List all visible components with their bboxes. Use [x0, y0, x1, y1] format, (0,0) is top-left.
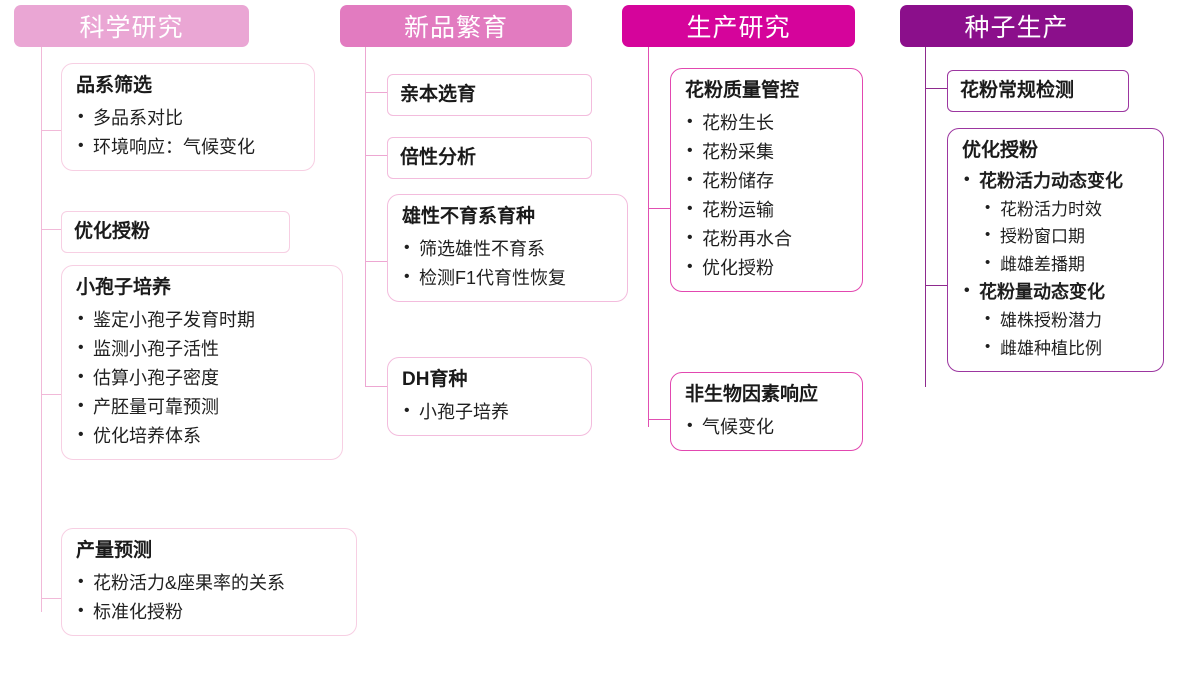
column-header-science[interactable]: 科学研究: [14, 5, 249, 47]
list-item: 多品系对比: [76, 104, 304, 133]
list-item: 花粉活力动态变化: [962, 167, 1153, 196]
connector-trunk-new-variety: [365, 47, 366, 387]
node-bullet-list: 多品系对比 环境响应：气候变化: [76, 104, 304, 162]
node-title: DH育种: [402, 369, 468, 390]
connector-stub-science-4: [41, 598, 61, 599]
connector-trunk-science: [41, 47, 42, 612]
node-abiotic-response[interactable]: 非生物因素响应 气候变化: [670, 372, 863, 451]
list-item: 气候变化: [685, 413, 852, 442]
node-bullet-list: 花粉活力动态变化 花粉活力时效 授粉窗口期 雌雄差播期 花粉量动态变化 雄株授粉…: [962, 167, 1153, 363]
connector-stub-new-variety-4: [365, 386, 387, 387]
node-title: 雄性不育系育种: [402, 206, 536, 227]
list-item: 花粉采集: [685, 138, 852, 167]
list-item: 花粉运输: [685, 196, 852, 225]
list-item: 产胚量可靠预测: [76, 393, 332, 422]
column-header-new-variety[interactable]: 新品繁育: [340, 5, 572, 47]
node-title: 花粉常规检测: [960, 80, 1075, 101]
list-item: 环境响应：气候变化: [76, 133, 304, 162]
node-title: 倍性分析: [400, 147, 477, 168]
node-bullet-list: 筛选雄性不育系 检测F1代育性恢复: [402, 235, 617, 293]
list-item: 花粉生长: [685, 109, 852, 138]
node-title: 优化授粉: [74, 221, 151, 242]
node-male-sterile-breeding[interactable]: 雄性不育系育种 筛选雄性不育系 检测F1代育性恢复: [387, 194, 628, 302]
list-item: 鉴定小孢子发育时期: [76, 306, 332, 335]
node-optimize-pollination-science[interactable]: 优化授粉: [61, 211, 290, 253]
node-ploidy-analysis[interactable]: 倍性分析: [387, 137, 592, 179]
connector-stub-science-1: [41, 130, 61, 131]
list-item: 花粉储存: [685, 167, 852, 196]
list-item: 花粉活力&座果率的关系: [76, 569, 346, 598]
node-bullet-list: 花粉活力&座果率的关系 标准化授粉: [76, 569, 346, 627]
node-bullet-list: 花粉生长 花粉采集 花粉储存 花粉运输 花粉再水合 优化授粉: [685, 109, 852, 284]
list-item: 优化授粉: [685, 254, 852, 283]
connector-stub-science-3: [41, 394, 61, 395]
node-line-screening[interactable]: 品系筛选 多品系对比 环境响应：气候变化: [61, 63, 315, 171]
connector-stub-science-2: [41, 229, 61, 230]
column-header-production-research[interactable]: 生产研究: [622, 5, 855, 47]
list-item: 雌雄差播期: [962, 251, 1153, 279]
connector-stub-seed-1: [925, 88, 947, 89]
node-microspore-culture[interactable]: 小孢子培养 鉴定小孢子发育时期 监测小孢子活性 估算小孢子密度 产胚量可靠预测 …: [61, 265, 343, 461]
list-item: 花粉量动态变化: [962, 278, 1153, 307]
connector-trunk-seed: [925, 47, 926, 387]
connector-stub-new-variety-3: [365, 261, 387, 262]
list-item: 监测小孢子活性: [76, 335, 332, 364]
node-title: 品系筛选: [76, 75, 153, 96]
list-item: 估算小孢子密度: [76, 364, 332, 393]
list-item: 小孢子培养: [402, 398, 581, 427]
node-title: 产量预测: [76, 540, 153, 561]
node-title: 非生物因素响应: [685, 384, 819, 405]
list-item: 优化培养体系: [76, 422, 332, 451]
node-bullet-list: 气候变化: [685, 413, 852, 442]
list-item: 授粉窗口期: [962, 223, 1153, 251]
list-item: 筛选雄性不育系: [402, 235, 617, 264]
connector-stub-new-variety-2: [365, 155, 387, 156]
list-item: 花粉再水合: [685, 225, 852, 254]
connector-stub-new-variety-1: [365, 92, 387, 93]
list-item: 标准化授粉: [76, 598, 346, 627]
node-title: 花粉质量管控: [685, 80, 800, 101]
connector-stub-production-1: [648, 208, 670, 209]
node-title: 亲本选育: [400, 84, 477, 105]
list-item: 花粉活力时效: [962, 196, 1153, 224]
connector-trunk-production: [648, 47, 649, 427]
list-item: 雌雄种植比例: [962, 335, 1153, 363]
node-parent-selection[interactable]: 亲本选育: [387, 74, 592, 116]
node-optimize-pollination-seed[interactable]: 优化授粉 花粉活力动态变化 花粉活力时效 授粉窗口期 雌雄差播期 花粉量动态变化…: [947, 128, 1164, 372]
list-item: 检测F1代育性恢复: [402, 264, 617, 293]
node-title: 小孢子培养: [76, 277, 172, 298]
node-yield-prediction[interactable]: 产量预测 花粉活力&座果率的关系 标准化授粉: [61, 528, 357, 636]
node-bullet-list: 小孢子培养: [402, 398, 581, 427]
list-item: 雄株授粉潜力: [962, 307, 1153, 335]
node-pollen-quality-control[interactable]: 花粉质量管控 花粉生长 花粉采集 花粉储存 花粉运输 花粉再水合 优化授粉: [670, 68, 863, 293]
connector-stub-production-2: [648, 419, 670, 420]
node-bullet-list: 鉴定小孢子发育时期 监测小孢子活性 估算小孢子密度 产胚量可靠预测 优化培养体系: [76, 306, 332, 452]
node-title: 优化授粉: [962, 140, 1039, 161]
node-pollen-routine-test[interactable]: 花粉常规检测: [947, 70, 1129, 112]
node-dh-breeding[interactable]: DH育种 小孢子培养: [387, 357, 592, 436]
column-header-seed-production[interactable]: 种子生产: [900, 5, 1133, 47]
connector-stub-seed-2: [925, 285, 947, 286]
